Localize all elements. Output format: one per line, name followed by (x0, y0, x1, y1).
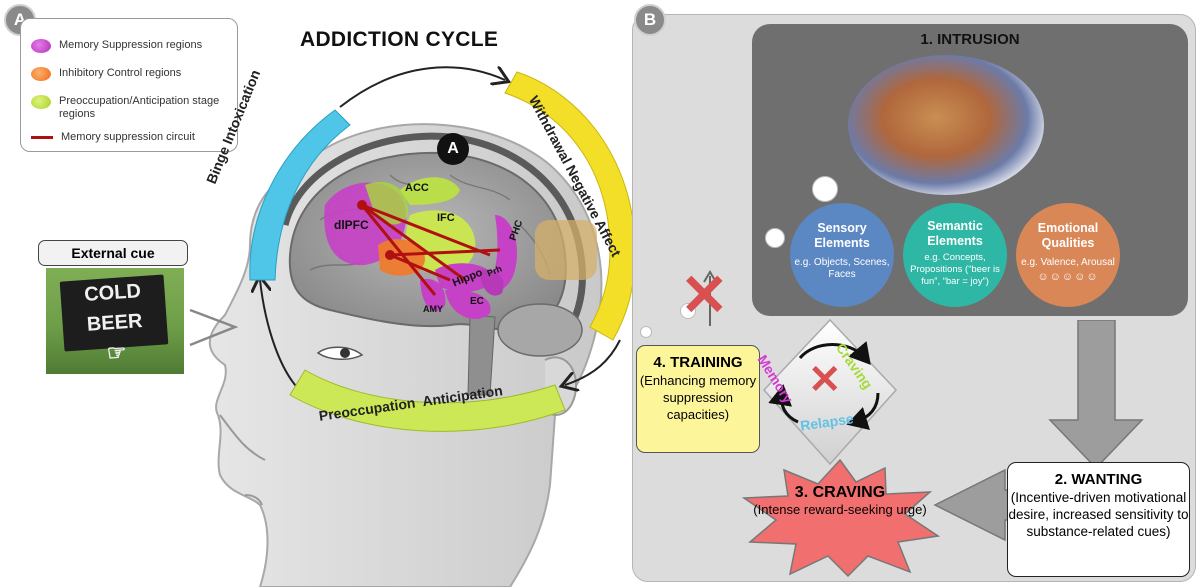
legend-item-inhibitory-control: Inhibitory Control regions (31, 67, 181, 81)
label-amy: AMY (423, 304, 443, 314)
craving-title: 3. CRAVING (794, 484, 886, 501)
nose-mouth (219, 414, 266, 506)
region-amy (420, 278, 446, 312)
label-dlpfc: dlPFC (334, 218, 369, 232)
external-cue-label: External cue (38, 240, 188, 266)
legend-swatch (31, 95, 51, 109)
cold-beer-sign: COLD BEER ☞ (59, 274, 169, 366)
sign-text: COLD BEER (83, 280, 144, 336)
craving-starburst (741, 458, 940, 578)
region-acc (400, 177, 460, 205)
legend-label: Preoccupation/Anticipation stage regions (59, 95, 220, 120)
wanting-title: 2. WANTING (1054, 471, 1143, 488)
thought-bubble-2 (765, 228, 785, 248)
brainstem (467, 314, 496, 396)
process-arrows (933, 320, 1144, 542)
stage-band-preoccupation (289, 369, 566, 432)
block-x-icon-top: ✕ (680, 263, 729, 328)
semantic-sub: e.g. Concepts, Propositions (“beer is fu… (910, 252, 1000, 287)
wanting-body: (Incentive-driven motivational desire, i… (1008, 490, 1189, 539)
beer-image-fragment (535, 220, 597, 280)
arrow-left-to-craving (933, 468, 1013, 542)
emotional-qualities-circle: Emotional Qualities e.g. Valence, Arousa… (1016, 203, 1120, 307)
legend-item-memory-suppression: Memory Suppression regions (31, 39, 202, 53)
legend-swatch (31, 136, 53, 139)
legend-swatch (31, 39, 51, 53)
training-box: 4. TRAINING (Enhancing memory suppressio… (636, 345, 760, 453)
emotional-title: Emotional Qualities (1037, 221, 1099, 250)
eye (316, 346, 364, 360)
skull-outline (281, 132, 586, 343)
external-cue-photo: COLD BEER ☞ (46, 268, 184, 374)
block-x-icon-center: ✕ (808, 358, 842, 402)
legend-label: Inhibitory Control regions (59, 67, 182, 79)
legend-item-circuit: Memory suppression circuit (31, 131, 195, 144)
thought-cloud-image (848, 55, 1044, 195)
wanting-box: 2. WANTING (Incentive-driven motivationa… (1007, 462, 1190, 577)
training-arrow-up (703, 270, 717, 326)
semantic-elements-circle: Semantic Elements e.g. Concepts, Proposi… (903, 203, 1007, 307)
diagram-title: ADDICTION CYCLE (300, 28, 499, 51)
emotional-sub: e.g. Valence, Arousal (1021, 257, 1115, 268)
cerebellum (497, 303, 583, 357)
memory-suppression-circuit (360, 203, 501, 296)
thought-bubble-3 (680, 303, 696, 319)
sensory-sub: e.g. Objects, Scenes, Faces (794, 257, 890, 280)
sensory-title: Sensory Elements (814, 221, 870, 250)
arrow-down-to-wanting (1048, 320, 1144, 470)
legend-label: Memory Suppression regions (59, 39, 203, 51)
cycle-arrow-right (565, 339, 621, 385)
semantic-title: Semantic Elements (927, 219, 983, 248)
emoji-faces-icon: ☺☺☺☺☺ (1037, 271, 1099, 283)
intrusion-title: 1. INTRUSION (920, 31, 1020, 48)
region-prh (480, 269, 504, 296)
thought-bubble-4 (640, 326, 652, 338)
cue-wedge (189, 308, 239, 347)
training-title: 4. TRAINING (653, 354, 743, 371)
thought-bubble-1 (812, 176, 838, 202)
label-acc: ACC (405, 182, 429, 194)
panel-b-badge: B (634, 4, 666, 36)
legend: Memory Suppression regions Inhibitory Co… (20, 18, 238, 152)
stage-band-binge (249, 109, 351, 281)
label-ifc: IFC (437, 212, 455, 224)
craving-text: 3. CRAVING (Intense reward-seeking urge) (752, 484, 928, 518)
sensory-elements-circle: Sensory Elements e.g. Objects, Scenes, F… (790, 203, 894, 307)
cycle-arrow-left (260, 280, 306, 396)
pointing-hand-icon: ☞ (106, 339, 128, 366)
legend-label: Memory suppression circuit (61, 131, 195, 143)
cycle-arrow-top (339, 67, 505, 108)
stage-band-withdrawal (504, 71, 636, 341)
head-brain-illustration (189, 123, 603, 587)
training-body: (Enhancing memory suppression capacities… (639, 373, 757, 422)
addiction-cycle-arcs (249, 55, 636, 432)
region-phc (490, 215, 518, 290)
legend-item-preoccupation: Preoccupation/Anticipation stage regions (31, 95, 226, 121)
craving-body: (Intense reward-seeking urge) (753, 502, 927, 517)
label-ec: EC (470, 296, 484, 307)
relapse-cycle-diamond (762, 318, 898, 466)
brain-badge: A (437, 133, 469, 165)
legend-swatch (31, 67, 51, 81)
region-ec (445, 289, 491, 320)
